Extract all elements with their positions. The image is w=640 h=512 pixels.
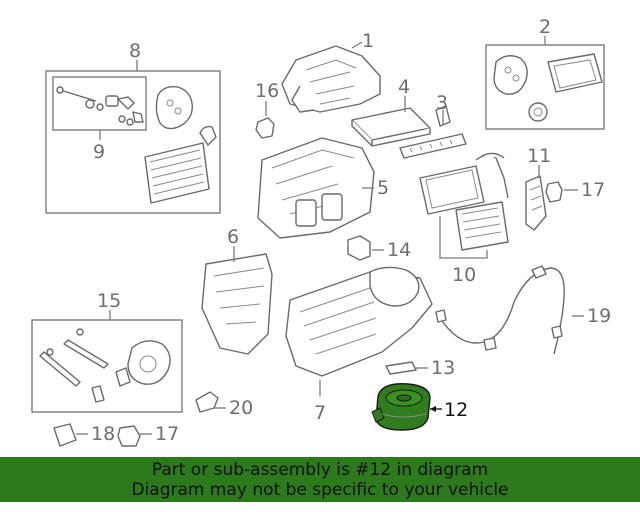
callout-16: 16: [255, 80, 279, 102]
info-banner: Part or sub-assembly is #12 in diagram D…: [0, 457, 640, 502]
part-1-upper-case: 1: [281, 30, 381, 113]
callout-14: 14: [387, 239, 411, 261]
callout-20: 20: [229, 397, 253, 419]
callout-17-lower: 17: [155, 423, 179, 445]
callout-12: 12: [444, 399, 468, 421]
callout-10: 10: [452, 264, 476, 286]
part-17-clip-lower: 17: [117, 423, 179, 447]
part-5-hvac-case: 5: [257, 137, 389, 239]
part-group-15: 15: [31, 290, 183, 413]
banner-line-2: Diagram may not be specific to your vehi…: [131, 480, 509, 500]
part-6-duct: 6: [201, 226, 273, 355]
part-group-2: 2: [485, 16, 605, 130]
part-12-blower-motor: 12: [371, 383, 468, 431]
part-17-clip-upper: 17: [545, 179, 605, 203]
callout-15: 15: [97, 290, 121, 312]
part-18-bracket: 18: [53, 423, 115, 447]
banner-line-1: Part or sub-assembly is #12 in diagram: [151, 460, 489, 480]
callout-13: 13: [431, 357, 455, 379]
parts-diagram: 8 9 1 16 4 3 2: [31, 16, 611, 447]
callout-8: 8: [129, 40, 141, 62]
part-3-door: 3: [399, 92, 467, 159]
part-19-harness: 19: [435, 265, 611, 355]
callout-7: 7: [314, 402, 326, 424]
callout-17-upper: 17: [581, 179, 605, 201]
callout-19: 19: [587, 305, 611, 327]
callout-5: 5: [377, 177, 389, 199]
part-16-clip: 16: [255, 80, 279, 139]
callout-3: 3: [436, 92, 448, 114]
callout-6: 6: [227, 226, 239, 248]
part-11-bracket: 11: [525, 145, 551, 231]
part-14-actuator: 14: [347, 235, 411, 261]
callout-9: 9: [93, 141, 105, 163]
part-10-heater-core: 10: [419, 152, 509, 286]
part-13-seal: 13: [385, 357, 455, 379]
part-20-sensor: 20: [195, 391, 253, 419]
callout-18: 18: [91, 423, 115, 445]
part-group-8: 8 9: [45, 40, 221, 214]
part-7-lower-case: 7: [285, 266, 433, 424]
part-4-cabin-filter: 4: [351, 76, 431, 147]
callout-11: 11: [527, 145, 551, 167]
callout-1: 1: [362, 30, 374, 52]
callout-2: 2: [539, 16, 551, 38]
callout-4: 4: [398, 76, 410, 98]
